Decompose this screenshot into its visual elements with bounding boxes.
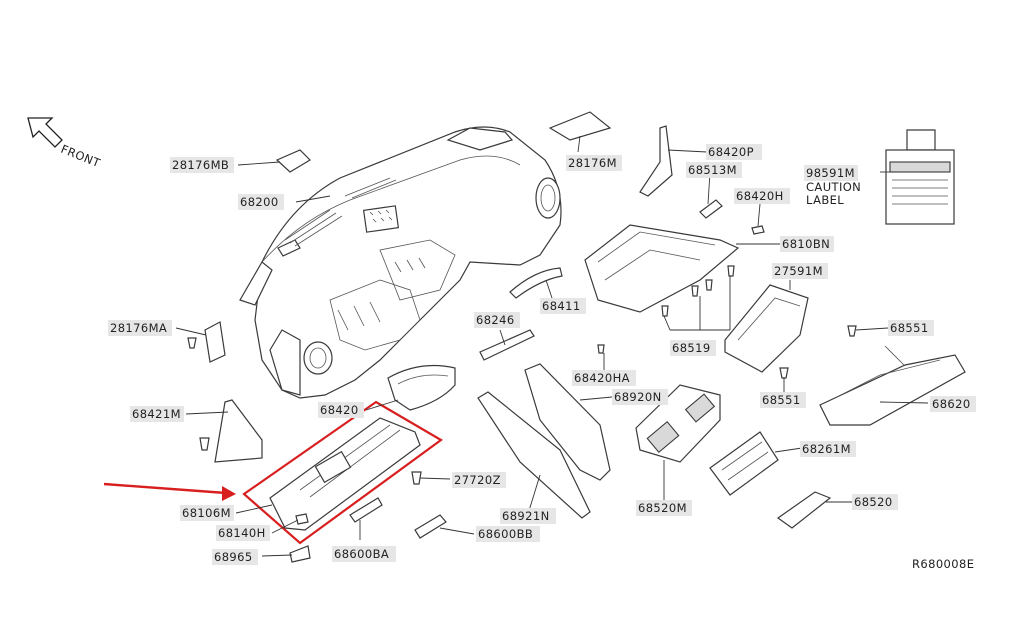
label-68411: 68411 [542, 299, 581, 313]
label-28176M: 28176M [568, 156, 617, 170]
strip-68411 [509, 267, 563, 299]
label-98591M: 98591M [806, 166, 855, 180]
label-6810BN: 6810BN [782, 237, 830, 251]
label-68261M: 68261M [802, 442, 851, 456]
label-68520: 68520 [854, 495, 893, 509]
panel-68921N [477, 391, 591, 519]
screw-68551-a [847, 325, 857, 337]
clip-68420HA [597, 344, 605, 354]
diagram-code: R680008E [912, 557, 974, 571]
box-27591M [724, 284, 809, 373]
label-68600BA: 68600BA [334, 547, 389, 561]
label-68551-a: 68551 [890, 321, 929, 335]
clip-68965 [289, 545, 311, 563]
label-68520M: 68520M [638, 501, 687, 515]
caution-label-line1: CAUTION [806, 180, 861, 194]
label-68106M: 68106M [182, 506, 231, 520]
panel-68920N [524, 363, 611, 481]
label-68519: 68519 [672, 341, 711, 355]
label-68965: 68965 [214, 550, 253, 564]
screw-28176MA [187, 337, 197, 349]
part-labels: 28176MB 68200 28176MA 68421M 68106M 6814… [108, 144, 976, 571]
panel-68620 [819, 345, 966, 426]
label-68920N: 68920N [614, 390, 662, 404]
screw-68421M [199, 437, 210, 451]
cover-28176M [548, 111, 612, 141]
meter-hood-edge [397, 374, 449, 385]
finisher-68261M [709, 431, 779, 496]
label-68246: 68246 [476, 313, 515, 327]
label-68420: 68420 [320, 403, 359, 417]
bezel-68520M [635, 384, 721, 463]
caution-label-line2: LABEL [806, 193, 844, 207]
label-68620: 68620 [932, 397, 971, 411]
label-68551-b: 68551 [762, 393, 801, 407]
screw-68551-b [779, 367, 789, 379]
highlight-box [242, 400, 444, 545]
bracket-68600BB [414, 514, 447, 539]
leader-lines [175, 135, 929, 557]
side-finisher-68421M [214, 399, 263, 463]
bracket-6810BN [584, 224, 740, 313]
side-cover-28176MA [204, 321, 226, 363]
bracket-68600BA [349, 497, 383, 523]
cover-28176MB [275, 149, 311, 173]
clips-68519 [661, 265, 735, 317]
clip-27720Z [411, 471, 422, 485]
label-27720Z: 27720Z [454, 473, 501, 487]
clip-68420H [751, 225, 765, 235]
bracket-68246 [479, 329, 535, 361]
label-68513M: 68513M [688, 163, 737, 177]
caution-label-sticker [885, 129, 955, 225]
label-68140H: 68140H [218, 526, 266, 540]
label-68420P: 68420P [708, 145, 754, 159]
label-68600BB: 68600BB [478, 527, 533, 541]
label-28176MA: 28176MA [110, 321, 167, 335]
label-68420H: 68420H [736, 189, 784, 203]
label-28176MB: 28176MB [172, 158, 229, 172]
finisher-stripes [721, 441, 769, 481]
front-arrow-icon [27, 117, 63, 148]
label-68421M: 68421M [132, 407, 181, 421]
label-68420HA: 68420HA [574, 371, 630, 385]
lower-panel-68106M [269, 417, 421, 531]
meter-hood-68420 [387, 364, 456, 411]
dashboard-panel-68200 [239, 126, 562, 399]
label-68200: 68200 [240, 195, 279, 209]
trim-68520 [776, 491, 832, 529]
part-68513M [699, 199, 723, 219]
label-27591M: 27591M [774, 264, 823, 278]
trim-68420P [639, 125, 673, 197]
front-label: FRONT [59, 142, 103, 171]
arrow-to-68106M [103, 482, 236, 501]
label-68921N: 68921N [502, 509, 550, 523]
